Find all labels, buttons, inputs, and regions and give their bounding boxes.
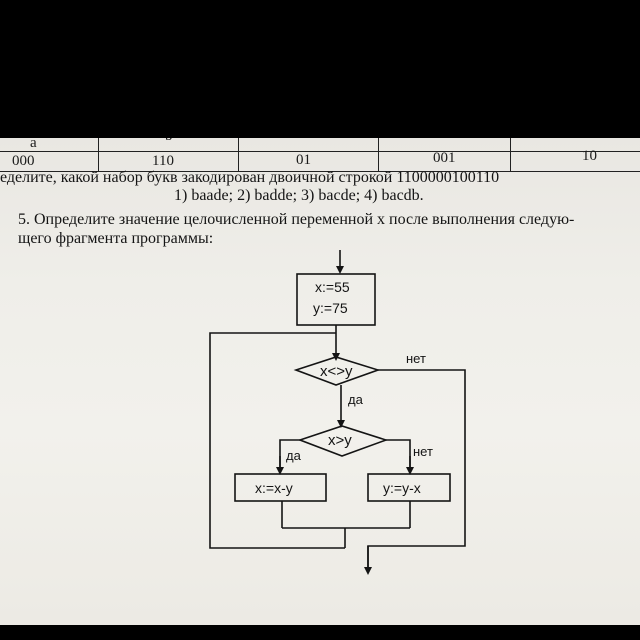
action-yes-block xyxy=(234,473,327,502)
condition2-yes-label: да xyxy=(286,448,302,463)
table-code-cell: 000 xyxy=(12,153,35,169)
table-header-cell: a xyxy=(30,138,37,151)
worksheet-page: a b 000 110 01 001 10 еделите, какой наб… xyxy=(0,138,640,625)
table-column-divider xyxy=(98,138,99,172)
problem-5-text-line2: щего фрагмента программы: xyxy=(18,230,214,247)
problem-4-text: еделите, какой набор букв закодирован дв… xyxy=(0,169,500,186)
problem-4-options: 1) baade; 2) badde; 3) bacde; 4) bacdb. xyxy=(174,187,424,204)
exit-no-line xyxy=(367,369,466,570)
table-row-divider xyxy=(0,151,640,152)
action-no-label: y:=y-x xyxy=(383,480,421,496)
init-x-label: x:=55 xyxy=(315,279,350,295)
condition1-no-label: нет xyxy=(406,351,426,366)
table-bottom-border xyxy=(0,171,640,172)
condition1-yes-label: да xyxy=(348,392,364,407)
code-table: a b 000 110 01 001 10 xyxy=(0,138,640,174)
problem-5-text-line1: 5. Определите значение целочисленной пер… xyxy=(18,211,575,228)
table-code-cell: 10 xyxy=(582,148,597,164)
action-no-block xyxy=(367,473,451,502)
condition1-label: x<>y xyxy=(320,363,353,380)
table-code-cell: 01 xyxy=(296,152,311,168)
loop-back-line xyxy=(209,332,336,549)
table-code-cell: 110 xyxy=(152,153,174,169)
condition2-label: x>y xyxy=(328,432,352,449)
condition2-no-label: нет xyxy=(413,444,433,459)
table-column-divider xyxy=(238,138,239,172)
table-column-divider xyxy=(510,138,511,172)
action-yes-label: x:=x-y xyxy=(255,480,293,496)
table-column-divider xyxy=(378,138,379,172)
init-y-label: y:=75 xyxy=(313,300,348,316)
table-code-cell: 001 xyxy=(433,150,456,166)
branch-no-line xyxy=(386,439,411,468)
flowchart: x:=55 y:=75 x<>y нет да x>y да нет x:=x-… xyxy=(209,250,466,575)
table-header-cell: b xyxy=(165,138,173,145)
